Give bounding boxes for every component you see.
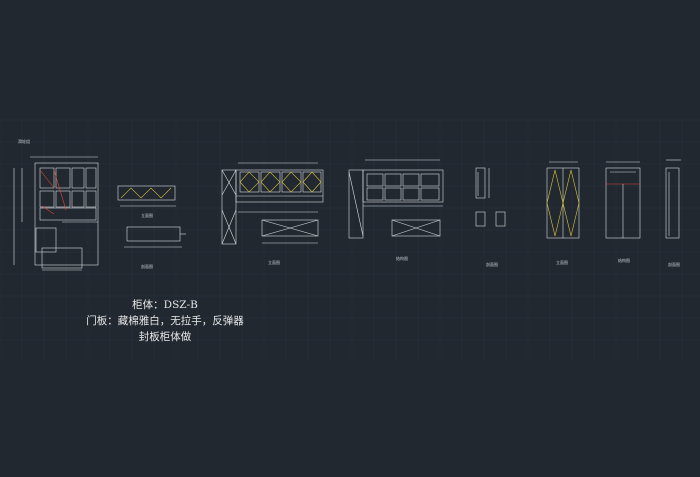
cabinet-view-6 — [546, 161, 580, 239]
cabinet-view-1 — [13, 156, 99, 271]
view-2-top-label: 立面图 — [141, 213, 153, 218]
cabinet-view-7 — [605, 161, 641, 239]
view-1-top-label: 滑轮组 — [18, 139, 30, 144]
background-grid — [0, 119, 700, 360]
cabinet-view-2 — [117, 185, 186, 248]
material-notes: 柜体：DSZ-B 门板：藏棉雅白，无拉手，反弹器 封板柜体做 — [60, 297, 270, 345]
cabinet-view-3 — [221, 162, 324, 245]
note-sealing-board: 封板柜体做 — [138, 331, 192, 343]
cabinet-view-4 — [348, 159, 444, 239]
note-door-panel: 门板：藏棉雅白，无拉手，反弹器 — [86, 315, 244, 327]
view-6-bottom-label: 立面图 — [556, 260, 568, 265]
view-2-bottom-label: 剖面图 — [141, 264, 153, 269]
view-3-bottom-label: 立面图 — [268, 260, 280, 265]
view-4-bottom-label: 结构图 — [396, 256, 408, 261]
view-8-bottom-label: 剖面图 — [668, 262, 680, 267]
view-7-bottom-label: 结构图 — [618, 258, 630, 263]
cabinet-view-5 — [475, 167, 506, 227]
cabinet-view-8 — [665, 159, 681, 239]
note-cabinet-body: 柜体：DSZ-B — [132, 299, 198, 311]
view-5-bottom-label: 剖面图 — [486, 262, 498, 267]
